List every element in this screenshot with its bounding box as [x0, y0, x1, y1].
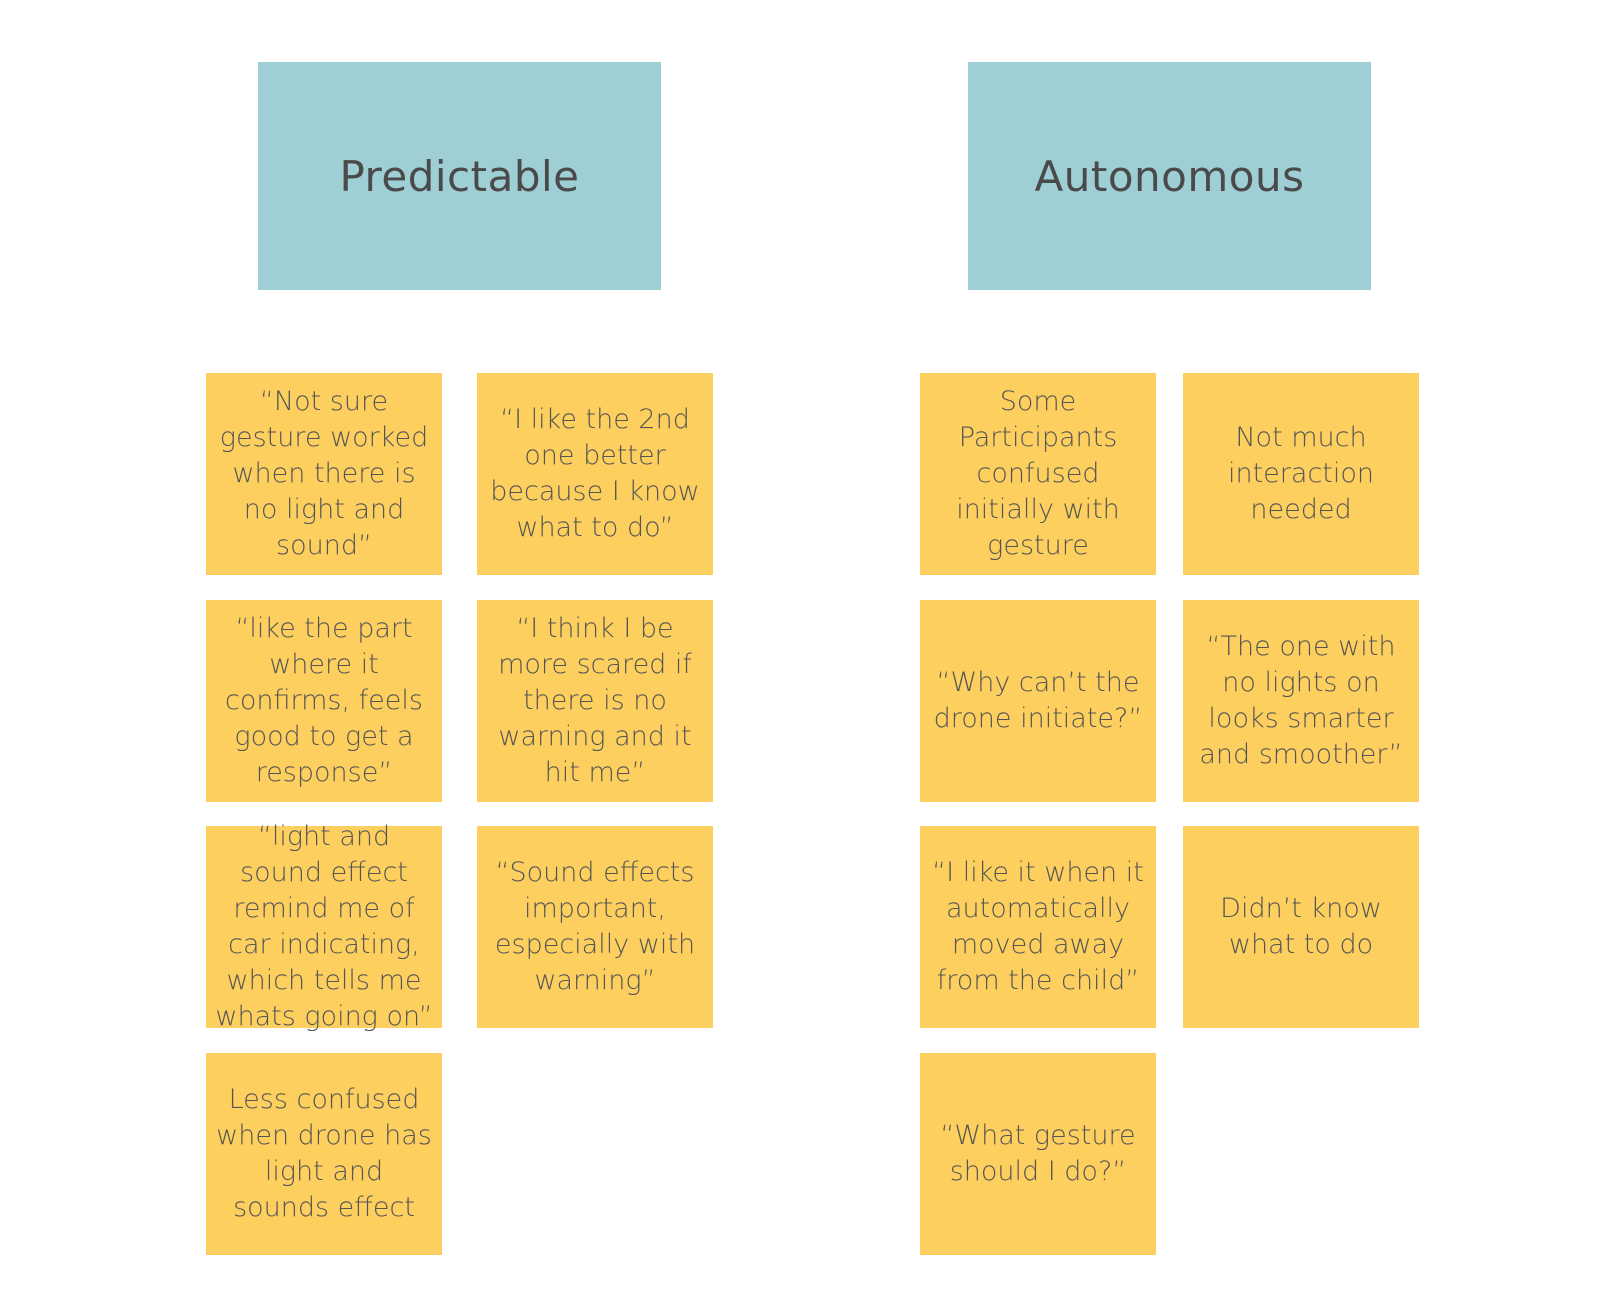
- sticky-note-text: Not much interaction needed: [1227, 422, 1375, 525]
- sticky-note-text: “The one with no lights on looks smarter…: [1199, 631, 1403, 770]
- category-title: Predictable: [339, 151, 580, 201]
- sticky-note-text: “What gesture should I do?”: [940, 1120, 1136, 1187]
- sticky-note-text: Less confused when drone has light and s…: [216, 1084, 432, 1223]
- category-title: Autonomous: [1034, 151, 1305, 201]
- sticky-note-text: “Sound effects important, especially wit…: [494, 857, 696, 996]
- sticky-note: “I like the 2nd one better because I kno…: [477, 373, 713, 575]
- sticky-note: Less confused when drone has light and s…: [206, 1053, 442, 1255]
- sticky-note-text: “like the part where it confirms, feels …: [225, 613, 423, 788]
- sticky-note-text: “Why can’t the drone initiate?”: [933, 667, 1143, 734]
- sticky-note: “Why can’t the drone initiate?”: [920, 600, 1156, 802]
- category-header-autonomous: Autonomous: [968, 62, 1371, 290]
- sticky-note: Not much interaction needed: [1183, 373, 1419, 575]
- sticky-note: “I think I be more scared if there is no…: [477, 600, 713, 802]
- sticky-note: Some Participants confused initially wit…: [920, 373, 1156, 575]
- sticky-note-text: “I think I be more scared if there is no…: [498, 613, 692, 788]
- sticky-note-text: “light and sound effect remind me of car…: [215, 821, 433, 1032]
- sticky-note: “like the part where it confirms, feels …: [206, 600, 442, 802]
- sticky-note-text: “I like it when it automatically moved a…: [932, 857, 1144, 996]
- sticky-note: Didn’t know what to do: [1183, 826, 1419, 1028]
- sticky-note-text: Some Participants confused initially wit…: [956, 386, 1120, 561]
- category-header-predictable: Predictable: [258, 62, 661, 290]
- sticky-note: “Sound effects important, especially wit…: [477, 826, 713, 1028]
- sticky-note: “The one with no lights on looks smarter…: [1183, 600, 1419, 802]
- sticky-note-text: “I like the 2nd one better because I kno…: [490, 404, 700, 543]
- sticky-note: “What gesture should I do?”: [920, 1053, 1156, 1255]
- sticky-note: “I like it when it automatically moved a…: [920, 826, 1156, 1028]
- sticky-note: “Not sure gesture worked when there is n…: [206, 373, 442, 575]
- sticky-note: “light and sound effect remind me of car…: [206, 821, 442, 1032]
- sticky-note-text: “Not sure gesture worked when there is n…: [219, 386, 429, 561]
- sticky-note-text: Didn’t know what to do: [1220, 893, 1382, 960]
